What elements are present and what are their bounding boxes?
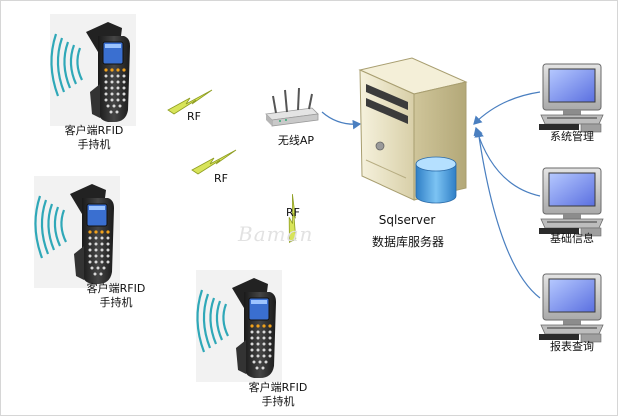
handheld-1-label-line2: 手持机	[77, 138, 111, 151]
server-label: 数据库服务器	[371, 235, 444, 249]
handheld-2-label-line2: 手持机	[99, 296, 133, 309]
terminal-1-arrow	[473, 91, 541, 125]
handheld-2-label: 客户端RFID 手持机	[68, 282, 164, 310]
terminal-computer-2	[538, 167, 604, 237]
rf-label-3: RF	[286, 206, 300, 219]
terminal-3-arrow	[474, 128, 541, 299]
wireless-ap-icon	[265, 87, 319, 127]
terminal-computer-3	[538, 273, 604, 343]
rfid-handheld-1	[48, 12, 138, 128]
ap-label: 无线AP	[277, 134, 315, 147]
terminal-2-arrow	[473, 126, 541, 197]
handheld-3-label-line2: 手持机	[261, 395, 295, 408]
handheld-3-label-line1: 客户端RFID	[248, 381, 308, 394]
handheld-3-label: 客户端RFID 手持机	[230, 381, 326, 409]
rf-label-2: RF	[214, 172, 228, 185]
terminal-3-label: 报表查询	[550, 340, 594, 353]
ap-to-server-arrow	[321, 111, 362, 130]
terminal-computer-1	[538, 63, 604, 133]
terminal-2-label: 基础信息	[550, 232, 594, 245]
handheld-1-label-line1: 客户端RFID	[64, 124, 124, 137]
database-server-icon	[358, 57, 468, 204]
handheld-2-label-line1: 客户端RFID	[86, 282, 146, 295]
handheld-1-label: 客户端RFID 手持机	[46, 124, 142, 152]
server-name: Sqlserver	[378, 213, 436, 227]
rf-label-1: RF	[187, 110, 201, 123]
watermark: Baman	[238, 222, 314, 246]
terminal-1-label: 系统管理	[550, 130, 594, 143]
rf-bolt-2	[191, 149, 237, 175]
rfid-handheld-2	[32, 174, 122, 290]
rfid-handheld-3	[194, 268, 284, 384]
